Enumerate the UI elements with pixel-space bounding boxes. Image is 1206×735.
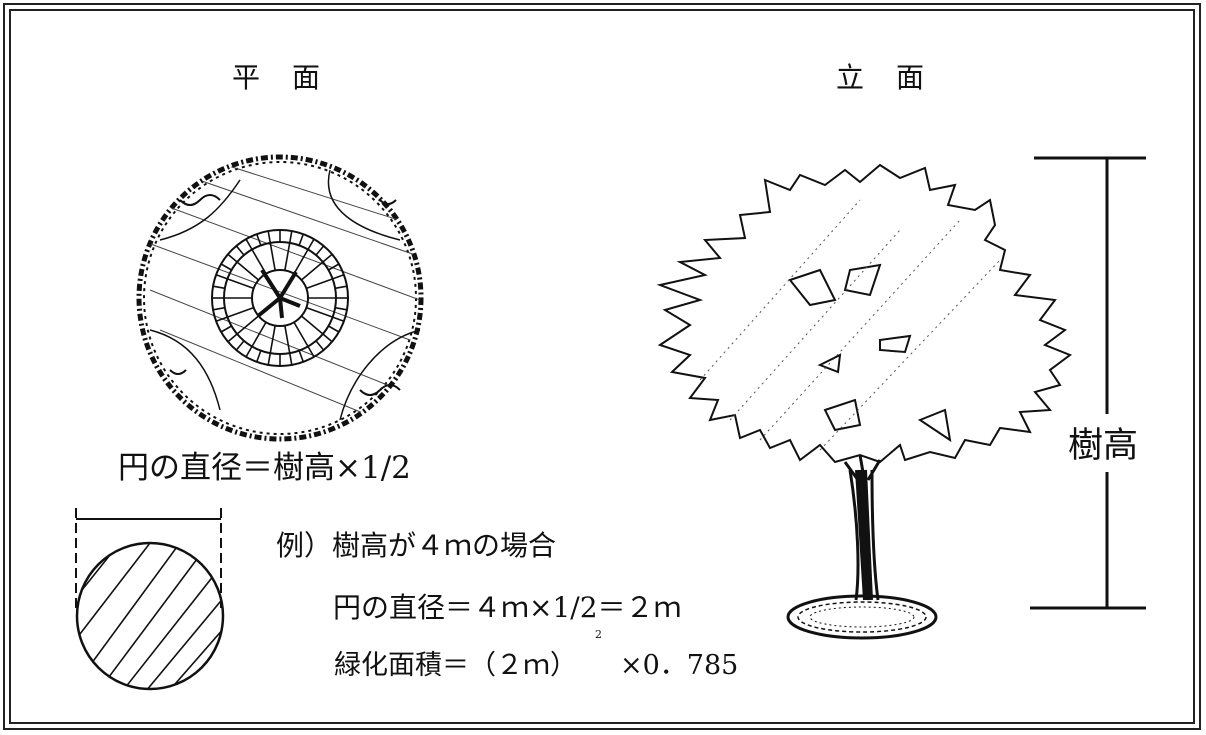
trunk-ring-spoke <box>267 353 272 366</box>
trunk-ring-spoke <box>245 238 253 250</box>
example-heading: 例）樹高が４ｍの場合 <box>276 529 557 562</box>
trunk-ring-spoke <box>212 285 225 290</box>
trunk-ring-spoke <box>332 273 345 280</box>
tree-height-label: 樹高 <box>1068 426 1139 466</box>
outer-border <box>3 3 1201 730</box>
trunk-inner-spoke <box>293 321 309 347</box>
trunk-inner-spoke <box>300 261 324 281</box>
trunk-ring-spoke <box>227 333 238 343</box>
trunk-ring-spoke <box>298 233 305 246</box>
trunk-ring-spoke <box>267 230 272 243</box>
trunk-ring-spoke <box>288 353 293 366</box>
trunk-ring-spoke <box>220 325 232 333</box>
trunk-inner-spoke <box>300 315 324 335</box>
plan-tree-icon <box>136 154 424 442</box>
trunk-inner-spoke <box>251 321 267 347</box>
example-area: 緑化面積＝（２ｍ） 2 ×0．785 <box>334 629 739 681</box>
example-diameter: 円の直径＝４ｍ×1/2＝２ｍ <box>333 591 682 624</box>
trunk-ring-spoke <box>255 350 262 363</box>
section-circle-icon <box>75 508 225 691</box>
trunk-inner-spoke <box>269 325 276 354</box>
trunk-ring-spoke <box>322 253 333 263</box>
trunk-inner-spoke <box>284 242 291 271</box>
trunk-inner-spoke <box>236 261 260 281</box>
elevation-title: 立 面 <box>836 61 927 94</box>
inner-border <box>9 9 1195 724</box>
trunk-inner-spoke <box>227 278 254 290</box>
trunk-ring-spoke <box>215 273 228 280</box>
plan-diameter-caption: 円の直径＝樹高×1/2 <box>118 450 411 486</box>
trunk-ring-spoke <box>212 306 225 311</box>
trunk-ring-spoke <box>307 346 315 358</box>
trunk-ring-spoke <box>322 333 333 343</box>
trunk-inner-spoke <box>306 278 333 290</box>
trunk-ring-spoke <box>332 316 345 323</box>
trunk-inner-spoke <box>269 242 276 271</box>
trunk-ring-spoke <box>220 263 232 271</box>
trunk-inner-spoke <box>236 315 260 335</box>
trunk-ring-spoke <box>328 263 340 271</box>
trunk-ring-spoke <box>328 325 340 333</box>
trunk-ring-spoke <box>235 340 245 351</box>
area-suffix: ×0．785 <box>620 650 739 681</box>
plan-title: 平 面 <box>232 61 323 94</box>
trunk-inner-spoke <box>284 325 291 354</box>
trunk-ring-spoke <box>255 233 262 246</box>
trunk-ring-spoke <box>335 285 348 290</box>
trunk-ring-spoke <box>298 350 305 363</box>
trunk-inner-spoke <box>293 249 309 275</box>
trunk-ring-spoke <box>335 306 348 311</box>
elevation-tree-icon <box>656 163 1073 640</box>
area-prefix: 緑化面積＝（２ｍ） <box>334 650 577 681</box>
trunk-ring-spoke <box>307 238 315 250</box>
trunk-ring-spoke <box>235 245 245 256</box>
trunk-inner-spoke <box>306 306 333 318</box>
area-exponent: 2 <box>595 628 602 641</box>
trunk-ring-spoke <box>227 253 238 263</box>
trunk-inner-spoke <box>227 306 254 318</box>
trunk-ring-spoke <box>288 230 293 243</box>
height-bracket-icon <box>1030 156 1146 610</box>
trunk-ring-spoke <box>245 346 253 358</box>
trunk-ring-spoke <box>215 316 228 323</box>
trunk-ring-spoke <box>315 340 325 351</box>
trunk-ring-spoke <box>315 245 325 256</box>
